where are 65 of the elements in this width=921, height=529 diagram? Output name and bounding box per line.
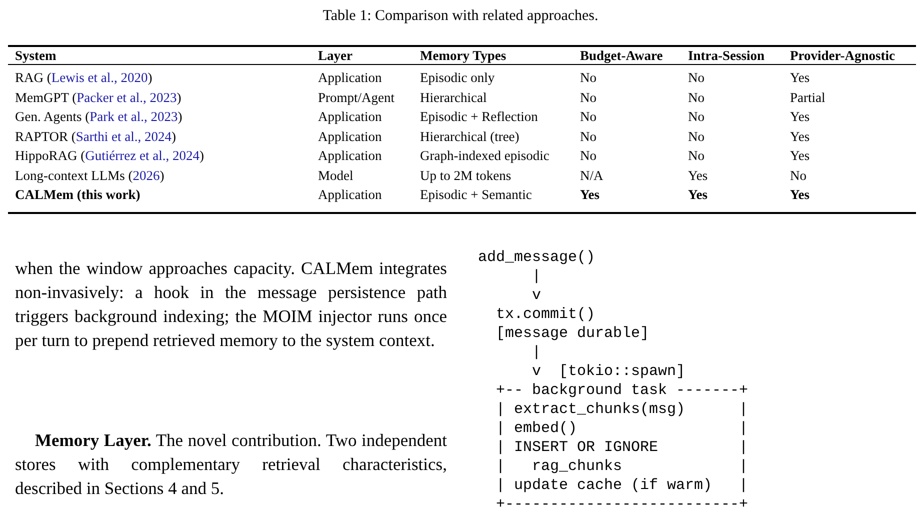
table-cell: HippoRAG (Gutiérrez et al., 2024) bbox=[15, 147, 204, 164]
code-line: +--------------------------+ bbox=[495, 495, 748, 514]
code-line: | INSERT OR IGNORE | bbox=[495, 438, 748, 457]
column-header: Budget-Aware bbox=[580, 47, 663, 64]
table-cell: Up to 2M tokens bbox=[420, 166, 512, 184]
table-cell: Yes bbox=[790, 186, 810, 203]
table-cell: RAPTOR (Sarthi et al., 2024) bbox=[15, 128, 176, 144]
table-cell: No bbox=[688, 147, 704, 164]
code-line: tx.commit() bbox=[495, 305, 596, 324]
table-cell: No bbox=[688, 108, 704, 125]
table-cell: No bbox=[688, 69, 704, 86]
table-cell: Episodic + Semantic bbox=[420, 186, 532, 203]
code-line: [message durable] bbox=[495, 324, 650, 343]
table-cell: N/A bbox=[580, 166, 604, 184]
table-cell: Application bbox=[318, 147, 382, 164]
table-cell: No bbox=[580, 88, 596, 106]
table-cell: Yes bbox=[790, 108, 810, 125]
code-line: | extract_chunks(msg) | bbox=[495, 400, 748, 419]
column-header: Memory Types bbox=[420, 47, 506, 64]
table-cell: MemGPT (Packer et al., 2023) bbox=[15, 88, 182, 106]
table-cell: RAG (Lewis et al., 2020) bbox=[15, 69, 152, 86]
table-cell: No bbox=[688, 128, 704, 144]
code-line: | embed() | bbox=[495, 419, 748, 438]
table-cell: Yes bbox=[688, 186, 708, 203]
table-cell: Prompt/Agent bbox=[318, 88, 394, 106]
table-cell: Yes bbox=[580, 186, 600, 203]
table-cell: Yes bbox=[790, 147, 810, 164]
code-line: +-- background task -------+ bbox=[495, 381, 748, 400]
paragraph: when the window approaches capacity. CALMem integrates non-invasively: a hook in the message persistence path triggers background indexing; the MOIM injector runs once per turn to prepend retrieved memory to the system context. bbox=[15, 257, 447, 352]
column-header: Layer bbox=[318, 47, 352, 64]
table-cell: Episodic only bbox=[420, 69, 495, 86]
table-cell: Episodic + Reflection bbox=[420, 108, 538, 125]
table-cell: No bbox=[580, 128, 596, 144]
table-cell: Yes bbox=[790, 128, 810, 144]
table-cell: Application bbox=[318, 186, 382, 203]
column-header: System bbox=[15, 47, 56, 64]
code-line: | update cache (if warm) | bbox=[495, 476, 748, 495]
table-cell: Application bbox=[318, 128, 382, 144]
table-cell: Yes bbox=[688, 166, 708, 184]
table-cell: CALMem (this work) bbox=[15, 186, 140, 203]
table-caption: Table 1: Comparison with related approaches. bbox=[322, 8, 600, 25]
table-cell: No bbox=[580, 69, 596, 86]
table-cell: Application bbox=[318, 69, 382, 86]
table-cell: Yes bbox=[790, 69, 810, 86]
code-line: | bbox=[531, 343, 542, 362]
table-cell: Hierarchical bbox=[420, 88, 487, 106]
table-cell: Hierarchical (tree) bbox=[420, 128, 520, 144]
column-header: Intra-Session bbox=[688, 47, 765, 64]
code-line: v bbox=[531, 286, 542, 305]
code-line: | rag_chunks | bbox=[495, 457, 748, 476]
paragraph: Memory Layer. The novel contribution. Two independent stores with complementary retrieval characteristics, described in Sections 4 and 5. bbox=[15, 429, 447, 500]
table-cell: Model bbox=[318, 166, 354, 184]
table-cell: Gen. Agents (Park et al., 2023) bbox=[15, 108, 182, 125]
table-cell: No bbox=[580, 147, 596, 164]
table-cell: No bbox=[688, 88, 704, 106]
table-cell: No bbox=[790, 166, 806, 184]
code-line: add_message() bbox=[478, 248, 596, 267]
table-cell: No bbox=[580, 108, 596, 125]
table-cell: Partial bbox=[790, 88, 826, 106]
table-cell: Long-context LLMs (2026) bbox=[15, 166, 164, 184]
column-header: Provider-Agnostic bbox=[790, 47, 895, 64]
table-cell: Application bbox=[318, 108, 382, 125]
table-cell: Graph-indexed episodic bbox=[420, 147, 550, 164]
code-line: v [tokio::spawn] bbox=[531, 362, 686, 381]
code-line: | bbox=[531, 267, 542, 286]
